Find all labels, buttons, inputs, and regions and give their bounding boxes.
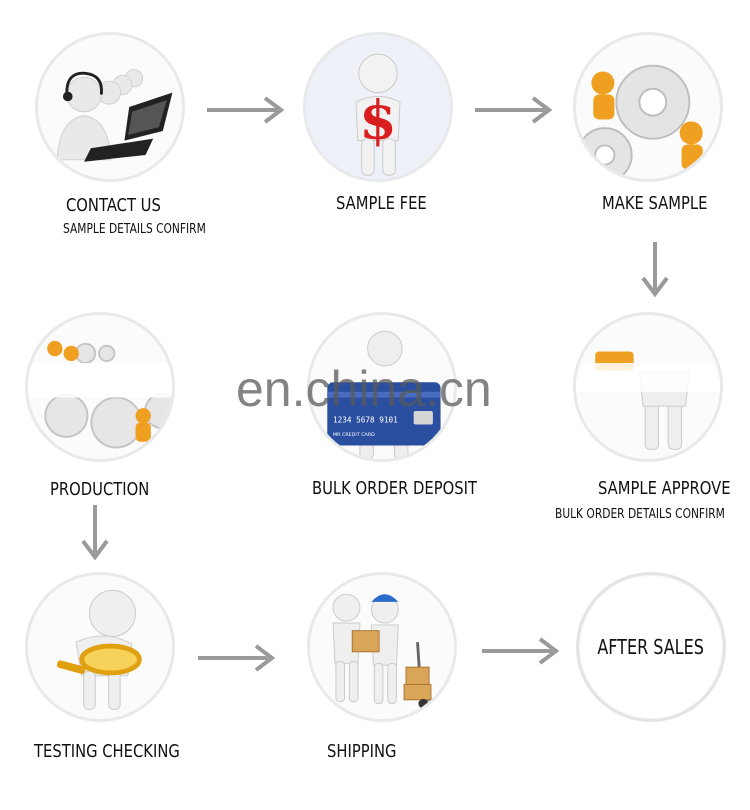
testing-checking-title: TESTING CHECKING <box>34 741 180 762</box>
shipping-title: SHIPPING <box>327 741 396 762</box>
sample-approve-circle <box>573 312 723 462</box>
arrow-right-2 <box>475 95 557 125</box>
make-sample-circle <box>573 32 723 182</box>
production-gears-icon <box>28 315 172 459</box>
sample-approve-title: SAMPLE APPROVE <box>598 478 731 499</box>
testing-checking-circle <box>25 572 175 722</box>
make-sample-title: MAKE SAMPLE <box>602 193 707 214</box>
svg-text:$: $ <box>359 89 396 152</box>
arrow-right-4 <box>482 636 564 666</box>
watermark: en.china.cn <box>236 360 492 418</box>
contact-us-circle <box>35 32 185 182</box>
after-sales-title: AFTER SALES <box>579 635 723 659</box>
gears-workers-icon <box>576 35 720 179</box>
dollar-figure-icon: $ <box>306 35 450 179</box>
magnifier-figure-icon <box>28 575 172 719</box>
shipping-circle <box>307 572 457 722</box>
card-name: MR CREDIT CARD <box>333 432 375 438</box>
production-title: PRODUCTION <box>50 479 149 500</box>
contact-us-subtitle: SAMPLE DETAILS CONFIRM <box>63 222 206 237</box>
sample-approve-subtitle: BULK ORDER DETAILS CONFIRM <box>555 507 725 522</box>
delivery-figures-icon <box>310 575 454 719</box>
contact-us-title: CONTACT US <box>66 195 161 216</box>
arrow-down-1 <box>640 242 670 302</box>
approve-figure-icon <box>576 315 720 459</box>
arrow-down-2 <box>80 505 110 565</box>
production-circle <box>25 312 175 462</box>
arrow-right-3 <box>198 643 280 673</box>
call-center-icon <box>38 35 182 179</box>
bulk-order-deposit-title: BULK ORDER DEPOSIT <box>312 478 477 499</box>
sample-fee-title: SAMPLE FEE <box>336 193 427 214</box>
after-sales-circle: AFTER SALES <box>576 572 726 722</box>
sample-fee-circle: $ <box>303 32 453 182</box>
arrow-right-1 <box>207 95 289 125</box>
